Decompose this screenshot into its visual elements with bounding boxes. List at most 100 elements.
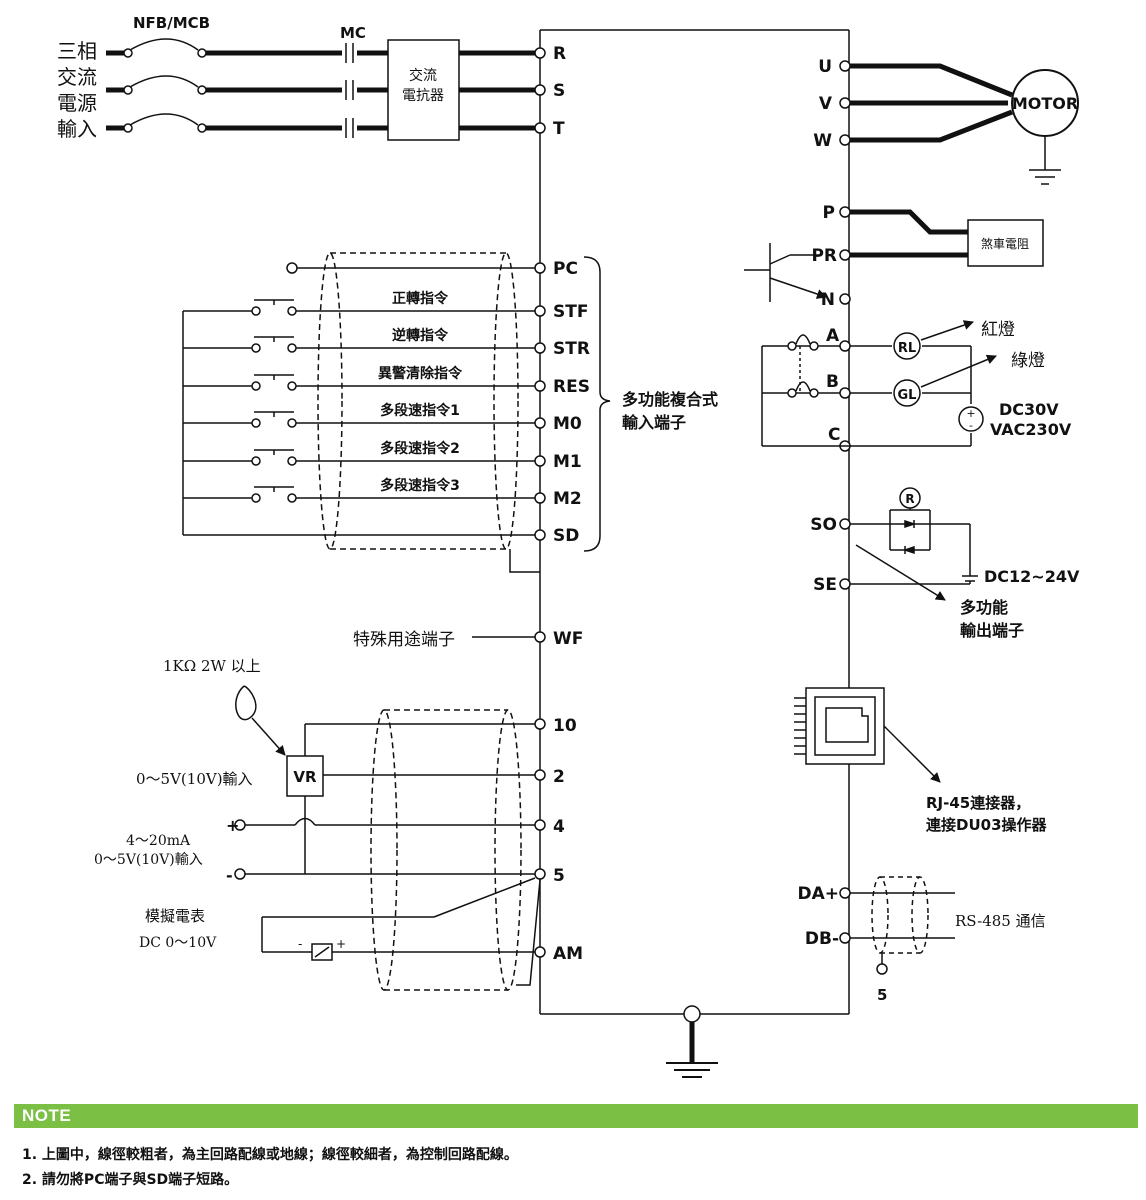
svg-text:輸入: 輸入 [57, 117, 97, 141]
relay-supply-icon: + - [958, 406, 984, 432]
input-wiring [182, 252, 611, 573]
pot-spec-label: 1KΩ 2W 以上 [163, 657, 261, 675]
command-forward: 正轉指令 [392, 290, 449, 307]
brake-resistor: 煞車電阻 [967, 219, 1044, 267]
svg-text:GL: GL [898, 388, 917, 403]
output-label-line1: 多功能 [960, 598, 1008, 617]
motor-cables [850, 63, 1013, 143]
terminal-PR: PR [811, 246, 837, 266]
terminal-U: U [818, 57, 832, 77]
terminal-T: T [553, 119, 565, 139]
voltage-input-label: 0～5V(10V)輸入 [136, 770, 253, 788]
terminal-RES: RES [553, 377, 590, 397]
relay-supply-label: DC30V [999, 400, 1059, 419]
terminal-5: 5 [553, 866, 565, 886]
terminal-WF: WF [553, 629, 583, 649]
brake-cables [850, 209, 968, 258]
terminal-M2: M2 [553, 489, 582, 509]
svg-text:R: R [905, 492, 914, 506]
ac-reactor: 交流 電抗器 [387, 39, 460, 141]
output-circuit [850, 509, 978, 601]
rs485-cable [850, 876, 955, 975]
rj45-label-line2: 連接DU03操作器 [926, 816, 1048, 834]
terminal-WF-point[interactable] [534, 631, 546, 643]
main-input-terminals[interactable] [534, 47, 546, 134]
green-lamp: GL [893, 379, 921, 407]
breaker-label: NFB/MCB [133, 14, 210, 32]
note-line-1: 1. 上圖中，線徑較粗者，為主回路配線或地線；線徑較細者，為控制回路配線。 [22, 1147, 518, 1163]
terminal-A: A [826, 326, 840, 346]
terminal-R: R [553, 44, 566, 64]
terminal-STR: STR [553, 339, 590, 359]
terminal-P: P [823, 203, 835, 223]
plus-sign: + [226, 816, 239, 835]
svg-text:VR: VR [293, 768, 317, 786]
svg-text:電源: 電源 [57, 91, 97, 115]
terminal-PC: PC [553, 259, 578, 279]
terminal-SD: SD [553, 526, 579, 546]
command-speed-2: 多段速指令2 [380, 440, 460, 457]
svg-text:+: + [336, 937, 346, 951]
command-speed-1: 多段速指令1 [380, 402, 460, 419]
inverter-frame [539, 29, 850, 1015]
svg-text:+: + [966, 407, 975, 420]
svg-text:-: - [298, 937, 302, 951]
command-speed-3: 多段速指令3 [380, 477, 460, 494]
multi-input-label-line1: 多功能複合式 [622, 390, 718, 409]
meter-label-line2: DC 0～10V [139, 935, 217, 951]
terminal-10: 10 [553, 716, 577, 736]
command-reset: 異警清除指令 [378, 365, 463, 382]
rj45-port-icon[interactable] [794, 687, 941, 783]
brake-terminals[interactable] [839, 206, 851, 305]
terminal-M1: M1 [553, 452, 582, 472]
analog-terminals[interactable] [534, 718, 546, 958]
power-input-label: 三相 交流 電源 輸入 [57, 39, 97, 141]
output-supply-label: DC12~24V [984, 567, 1080, 586]
wiring-diagram: 三相 交流 電源 輸入 NFB/MCB MC [57, 14, 1080, 1078]
note-header-bar [14, 1104, 1138, 1128]
contactor-label: MC [340, 24, 366, 42]
comm-ground-label: 5 [877, 986, 887, 1004]
minus-sign: - [226, 866, 233, 885]
svg-text:RL: RL [898, 341, 916, 356]
main-power-lines [106, 38, 536, 138]
svg-text:-: - [969, 419, 973, 432]
command-reverse: 逆轉指令 [392, 327, 449, 344]
multi-input-label-line2: 輸入端子 [622, 413, 686, 432]
terminal-N: N [821, 290, 835, 310]
rs485-label: RS-485 通信 [955, 912, 1046, 930]
relay-circuit [761, 334, 972, 447]
terminal-SO: SO [810, 515, 837, 535]
terminal-2: 2 [553, 767, 565, 787]
red-lamp: RL [893, 332, 921, 360]
terminal-DB: DB- [805, 929, 839, 949]
input-terminals[interactable] [534, 262, 546, 541]
svg-text:交流: 交流 [57, 65, 97, 89]
svg-text:煞車電阻: 煞車電阻 [981, 237, 1029, 251]
analog-wiring [235, 685, 541, 991]
rj45-label-line1: RJ-45連接器， [926, 794, 1030, 812]
red-lamp-label: 紅燈 [981, 320, 1015, 340]
terminal-M0: M0 [553, 414, 582, 434]
svg-text:電抗器: 電抗器 [402, 88, 444, 104]
motor: MOTOR [1011, 69, 1079, 137]
green-lamp-label: 綠燈 [1011, 351, 1045, 371]
motor-ground-icon [1029, 136, 1061, 185]
meter-label-line1: 模擬電表 [145, 907, 205, 925]
current-input-label-line1: 4～20mA [126, 833, 191, 849]
meter-icon: - + [298, 937, 346, 961]
terminal-B: B [826, 372, 839, 392]
frame-ground-icon [666, 1005, 718, 1078]
output-label-line2: 輸出端子 [960, 621, 1024, 640]
note-title: NOTE [22, 1106, 72, 1125]
terminal-SE: SE [813, 575, 837, 595]
svg-text:交流: 交流 [409, 67, 437, 84]
svg-text:MOTOR: MOTOR [1012, 94, 1078, 113]
current-input-plus-point[interactable] [234, 819, 246, 831]
current-input-minus-point[interactable] [234, 868, 246, 880]
terminal-V: V [819, 94, 833, 114]
terminal-C: C [828, 425, 840, 445]
terminal-DA: DA+ [797, 884, 839, 904]
special-terminal-label: 特殊用途端子 [353, 630, 455, 650]
vr-potentiometer: VR [286, 755, 324, 797]
